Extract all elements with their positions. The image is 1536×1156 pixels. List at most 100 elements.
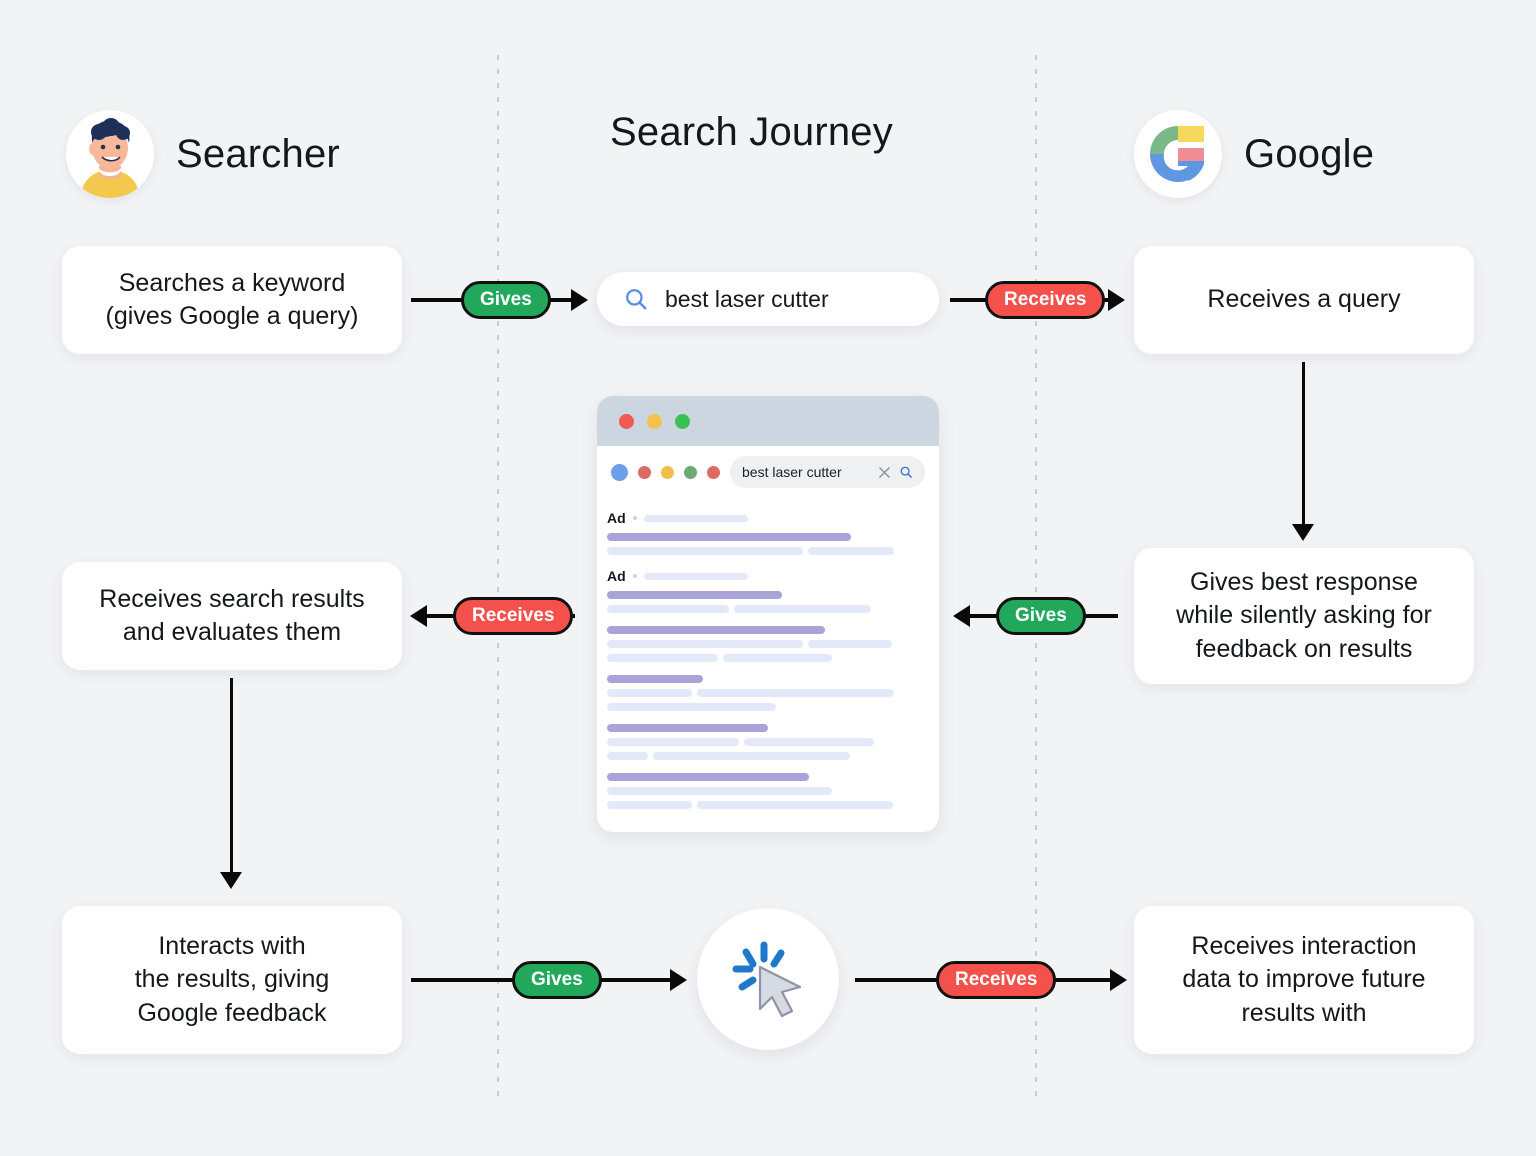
ad-separator-dot <box>632 574 637 578</box>
result-item-5 <box>607 724 929 760</box>
result-snippet-row <box>607 703 929 711</box>
ad-label: Ad <box>607 568 626 584</box>
result-snippet-row <box>607 689 929 697</box>
ad-row-1: Ad <box>607 510 929 526</box>
divider-right <box>1035 55 1037 1105</box>
skeleton-bar <box>607 689 692 697</box>
card-searches-keyword: Searches a keyword (gives Google a query… <box>62 246 402 354</box>
browser-toolbar: best laser cutter <box>597 446 939 498</box>
arrow-line-left-vertical <box>230 678 233 876</box>
skeleton-bar <box>723 654 832 662</box>
result-snippet-row <box>607 640 929 648</box>
google-g-icon <box>1150 126 1204 182</box>
window-close-dot[interactable] <box>619 413 634 429</box>
column-header-searcher: Searcher <box>66 110 340 198</box>
brand-dot-4 <box>684 465 697 479</box>
search-icon[interactable] <box>899 465 913 479</box>
arrow-head-r3-right <box>1110 969 1127 991</box>
skeleton-bar <box>607 738 739 746</box>
skeleton-bar <box>697 689 894 697</box>
result-title-bar <box>607 724 768 732</box>
result-title-bar <box>607 773 809 781</box>
avatar-icon <box>66 110 154 198</box>
result-title-bar <box>607 626 825 634</box>
card-receives-query: Receives a query <box>1134 246 1474 354</box>
skeleton-bar <box>607 787 832 795</box>
arrow-head-r1-left <box>571 289 588 311</box>
skeleton-bar <box>697 801 893 809</box>
search-results-skeleton: Ad Ad <box>597 498 939 809</box>
column-header-google: Google <box>1134 110 1374 198</box>
badge-receives-row1: Receives <box>985 281 1106 319</box>
skeleton-bar <box>734 605 871 613</box>
column-header-journey: Search Journey <box>610 110 893 155</box>
skeleton-bar <box>643 572 748 580</box>
arrow-head-r2-right <box>953 605 970 627</box>
brand-dot-1 <box>611 463 628 481</box>
badge-gives-row2: Gives <box>996 597 1086 635</box>
google-logo <box>1134 110 1222 198</box>
arrow-head-right-vertical <box>1292 524 1314 541</box>
skeleton-bar <box>607 703 776 711</box>
search-query-text: best laser cutter <box>665 285 829 312</box>
brand-dot-3 <box>661 465 674 479</box>
column-title-searcher: Searcher <box>176 131 340 176</box>
divider-left <box>497 55 499 1105</box>
result-item-ad-1: Ad <box>607 510 929 555</box>
arrow-head-left-vertical <box>220 872 242 889</box>
skeleton-bar <box>607 752 648 760</box>
card-receives-results: Receives search results and evaluates th… <box>62 562 402 670</box>
result-title-bar <box>607 533 851 541</box>
skeleton-bar <box>607 640 803 648</box>
click-interaction-badge <box>697 908 839 1050</box>
result-snippet-row <box>607 752 929 760</box>
skeleton-bar <box>607 801 692 809</box>
result-snippet-row <box>607 605 929 613</box>
result-item-4 <box>607 675 929 711</box>
badge-gives-row1: Gives <box>461 281 551 319</box>
result-item-6 <box>607 773 929 809</box>
skeleton-bar <box>607 654 718 662</box>
cursor-click-icon <box>732 941 802 1018</box>
arrow-head-r1-right <box>1108 289 1125 311</box>
column-title-google: Google <box>1244 131 1375 176</box>
window-maximize-dot[interactable] <box>675 413 690 429</box>
arrow-line-right-vertical <box>1302 362 1305 528</box>
window-minimize-dot[interactable] <box>647 413 662 429</box>
result-snippet-row <box>607 654 929 662</box>
result-snippet-row <box>607 738 929 746</box>
browser-titlebar <box>597 396 939 446</box>
browser-mockup: best laser cutter Ad <box>597 396 939 832</box>
skeleton-bar <box>607 547 803 555</box>
avatar <box>66 110 154 198</box>
brand-dot-5 <box>707 465 720 479</box>
result-item-ad-2: Ad <box>607 568 929 613</box>
search-icon <box>626 289 647 310</box>
skeleton-bar <box>607 605 729 613</box>
card-interacts-results: Interacts with the results, giving Googl… <box>62 906 402 1054</box>
result-title-bar <box>607 591 782 599</box>
skeleton-bar <box>643 514 748 522</box>
badge-receives-row3: Receives <box>936 961 1057 999</box>
result-title-bar <box>607 675 703 683</box>
skeleton-bar <box>744 738 874 746</box>
ad-label: Ad <box>607 510 626 526</box>
arrow-head-r2-left <box>410 605 427 627</box>
skeleton-bar <box>653 752 850 760</box>
browser-search-input[interactable]: best laser cutter <box>730 456 925 488</box>
ad-row-2: Ad <box>607 568 929 584</box>
browser-search-text: best laser cutter <box>742 464 842 480</box>
result-snippet-row <box>607 787 929 795</box>
badge-receives-row2: Receives <box>453 597 574 635</box>
result-snippet-row <box>607 547 929 555</box>
close-icon[interactable] <box>878 466 891 479</box>
search-query-pill[interactable]: best laser cutter <box>597 272 939 326</box>
column-title-journey: Search Journey <box>610 110 893 154</box>
result-item-3 <box>607 626 929 662</box>
arrow-head-r3-left <box>670 969 687 991</box>
ad-separator-dot <box>632 516 637 520</box>
result-snippet-row <box>607 801 929 809</box>
card-receives-interaction-data: Receives interaction data to improve fut… <box>1134 906 1474 1054</box>
skeleton-bar <box>808 547 894 555</box>
